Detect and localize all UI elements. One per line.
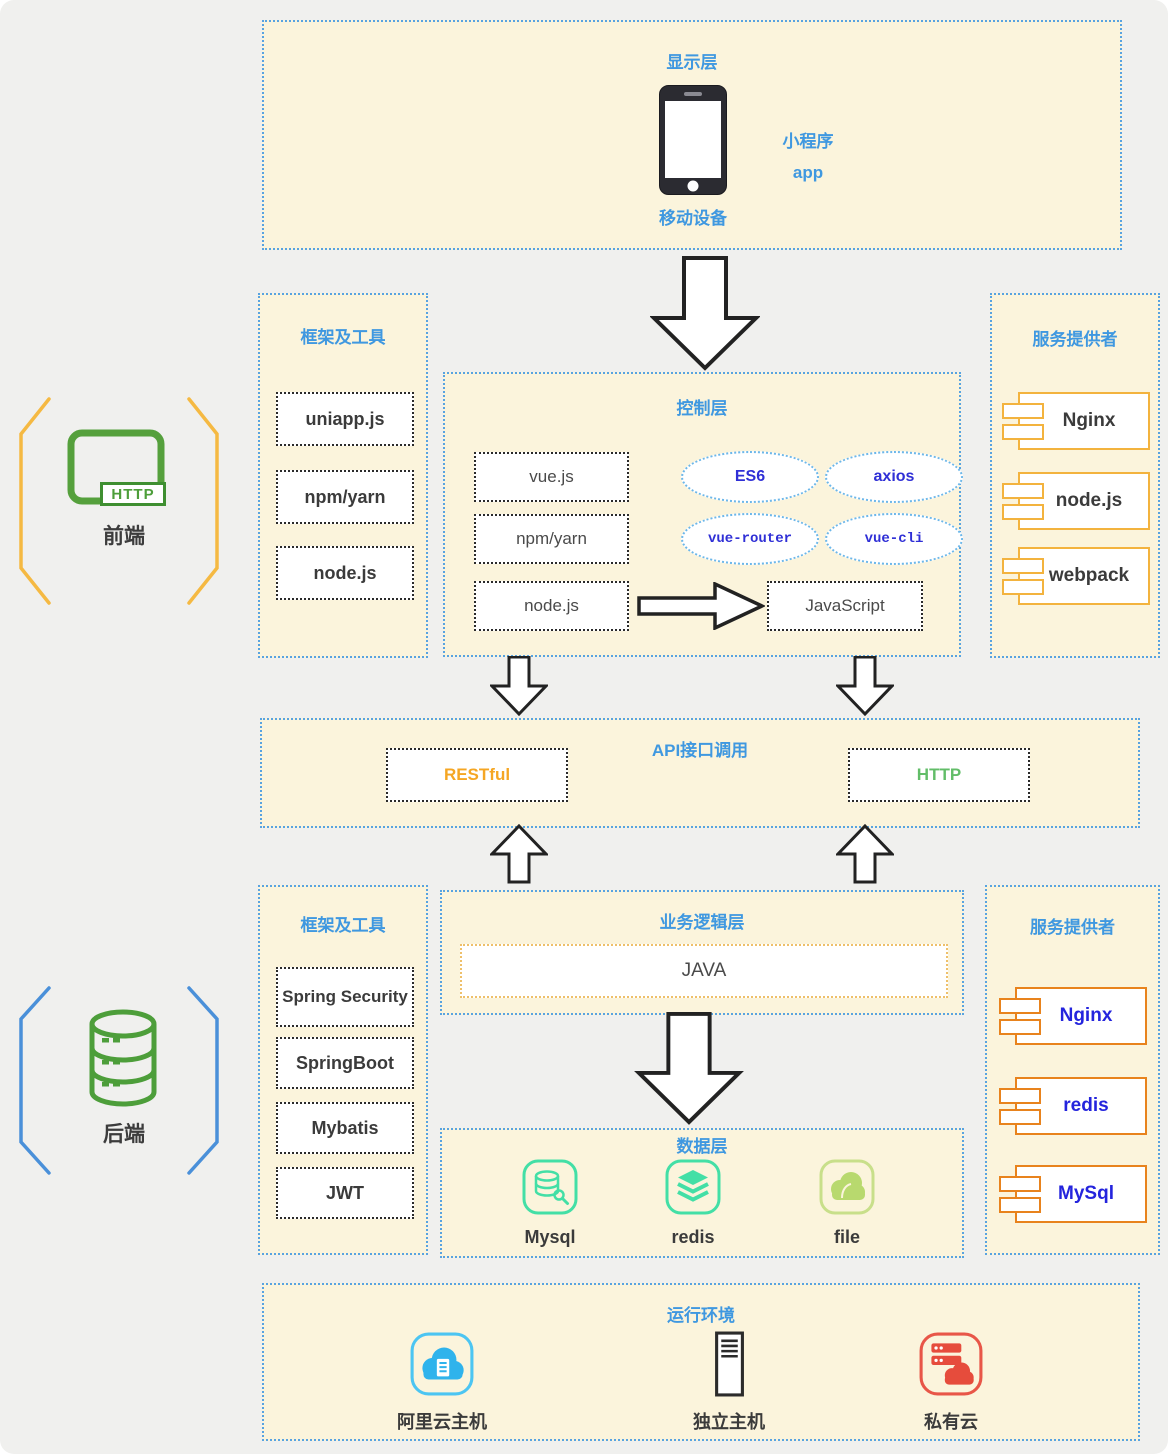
fe-tool-uniapp: uniapp.js (276, 392, 414, 446)
fe-tool-npm-yarn: npm/yarn (276, 470, 414, 524)
component-tab-icon (999, 998, 1041, 1014)
back-end-label: 后端 (103, 1123, 145, 1146)
api-band-panel: API接口调用 RESTful HTTP (260, 718, 1140, 828)
fe-tool-node: node.js (276, 546, 414, 600)
file-icon (819, 1159, 875, 1215)
database-icon (89, 1009, 157, 1107)
control-layer-panel: 控制层 vue.js npm/yarn node.js ES6 axios vu… (443, 372, 963, 657)
component-nginx-bottom: Nginx (999, 987, 1147, 1045)
component-tab-icon (1002, 558, 1044, 574)
data-item-redis: redis (628, 1158, 758, 1248)
ellipse-vue-router: vue-router (681, 513, 819, 565)
display-layer-title: 显示层 (666, 53, 718, 72)
down-arrow-display-to-control (650, 256, 760, 371)
front-bracket-right (187, 397, 219, 605)
component-tab-icon (1002, 483, 1044, 499)
api-band-title: API接口调用 (651, 741, 749, 760)
sp-bottom-panel: 服务提供者 Nginx redis MySql (985, 885, 1160, 1255)
http-badge: HTTP (100, 482, 166, 506)
front-bracket-left (19, 397, 51, 605)
be-tool-springboot: SpringBoot (276, 1037, 414, 1089)
protocol-http: HTTP (848, 748, 1030, 802)
data-item-mysql: Mysql (485, 1158, 615, 1248)
sp-top-title: 服务提供者 (1032, 330, 1118, 349)
phone-icon (658, 84, 728, 196)
component-tab-icon (999, 1176, 1041, 1192)
runtime-item-private: 私有云 (886, 1331, 1016, 1434)
business-layer-title: 业务逻辑层 (659, 913, 745, 932)
component-tab-icon (1002, 403, 1044, 419)
runtime-panel: 运行环境 阿里云主机 独立主机 (262, 1283, 1140, 1441)
control-stack-npm-yarn: npm/yarn (474, 514, 629, 564)
component-mysql: MySql (999, 1165, 1147, 1223)
up-arrow-right (836, 824, 894, 884)
sp-top-panel: 服务提供者 Nginx node.js webpack (990, 293, 1160, 658)
component-webpack: webpack (1002, 547, 1150, 605)
ellipse-axios: axios (825, 451, 963, 503)
protocol-restful: RESTful (386, 748, 568, 802)
right-arrow-node-to-javascript (637, 582, 765, 630)
fe-tools-panel: 框架及工具 uniapp.js npm/yarn node.js (258, 293, 428, 658)
control-result-javascript: JavaScript (767, 581, 923, 631)
component-tab-icon (999, 1088, 1041, 1104)
browser-http-icon: HTTP (66, 428, 182, 522)
app-label: app (792, 163, 824, 182)
be-tools-title: 框架及工具 (300, 916, 386, 935)
control-layer-title: 控制层 (676, 399, 728, 418)
business-layer-panel: 业务逻辑层 JAVA (440, 890, 964, 1015)
private-cloud-icon (919, 1332, 983, 1396)
back-bracket-left (19, 986, 51, 1175)
component-tab-icon (999, 1197, 1041, 1213)
data-layer-title: 数据层 (676, 1137, 728, 1156)
data-layer-panel: 数据层 Mysql redis (440, 1128, 964, 1258)
back-bracket-right (187, 986, 219, 1175)
component-node-top: node.js (1002, 472, 1150, 530)
component-tab-icon (1002, 424, 1044, 440)
mysql-icon (522, 1159, 578, 1215)
fe-tools-title: 框架及工具 (300, 328, 386, 347)
mobile-device-label: 移动设备 (659, 209, 727, 228)
runtime-item-standalone: 独立主机 (664, 1331, 794, 1434)
down-arrow-left (490, 656, 548, 716)
ellipse-vue-cli: vue-cli (825, 513, 963, 565)
down-arrow-right (836, 656, 894, 716)
aliyun-cloud-icon (410, 1332, 474, 1396)
ellipse-es6: ES6 (681, 451, 819, 503)
front-end-label: 前端 (103, 525, 145, 548)
component-tab-icon (999, 1109, 1041, 1125)
component-tab-icon (1002, 579, 1044, 595)
control-stack-node: node.js (474, 581, 629, 631)
be-tool-mybatis: Mybatis (276, 1102, 414, 1154)
down-arrow-business-to-data (634, 1012, 744, 1125)
control-stack-vue: vue.js (474, 452, 629, 502)
component-tab-icon (999, 1019, 1041, 1035)
display-layer-panel: 显示层 小程序 app 移动设备 (262, 20, 1122, 250)
redis-icon (665, 1159, 721, 1215)
be-tools-panel: 框架及工具 Spring Security SpringBoot Mybatis… (258, 885, 428, 1255)
sp-bottom-title: 服务提供者 (1030, 918, 1115, 937)
mini-program-label: 小程序 (782, 132, 834, 151)
be-tool-jwt: JWT (276, 1167, 414, 1219)
be-tool-spring-security: Spring Security (276, 967, 414, 1027)
app-type-label: 小程序 app (733, 126, 883, 188)
runtime-item-aliyun: 阿里云主机 (377, 1331, 507, 1434)
up-arrow-left (490, 824, 548, 884)
component-tab-icon (1002, 504, 1044, 520)
component-redis: redis (999, 1077, 1147, 1135)
standalone-server-icon (715, 1331, 744, 1397)
runtime-title: 运行环境 (667, 1306, 735, 1325)
java-item: JAVA (460, 944, 948, 998)
component-nginx-top: Nginx (1002, 392, 1150, 450)
data-item-file: file (782, 1158, 912, 1248)
